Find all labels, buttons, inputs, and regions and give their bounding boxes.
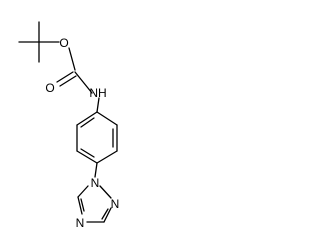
amide-nh-label: NH [89,86,106,100]
triazole-n4-label: N [76,216,85,230]
triazole-n2-label: N [111,197,120,211]
bond-ring-3 [96,150,118,164]
bond-carbonyl-nitrogen [74,71,93,94]
triazole-n1-label: N [91,176,100,190]
bond-triazole-inner-a [101,208,109,220]
bond-triazole-inner-b [80,198,85,212]
bond-triazole-c5-n1 [77,185,89,198]
bond-oxygen-carbonyl [68,47,76,71]
bond-ring-triazole [94,162,98,178]
bond-ring-inner-c [80,117,95,128]
bond-ring-inner-b [80,148,95,158]
bond-nitrogen-ring [96,97,100,113]
ester-oxygen-label: O [59,36,68,50]
bond-carbonyl-double-a [56,71,74,83]
bond-triazole-n4-c5 [77,196,83,215]
bond-ring-6 [76,111,98,126]
bond-triazole-n2-c3 [103,207,112,223]
bond-triazole-n1-n2 [99,185,112,199]
carbonyl-oxygen-label: O [45,81,54,95]
bond-ring-4 [76,150,98,164]
molecule-structure: O O NH N N N [18,21,120,230]
bond-carbonyl-double-b [59,75,77,87]
bond-ring-1 [96,111,118,126]
